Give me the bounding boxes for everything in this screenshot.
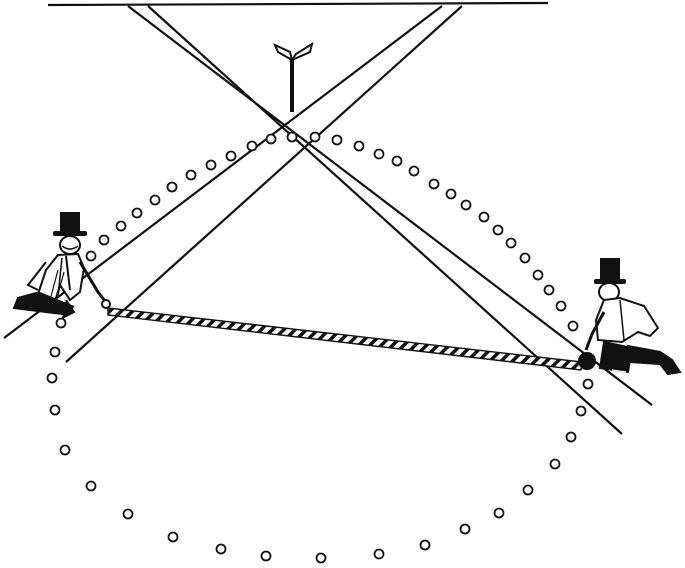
circle-marker-icon <box>98 234 110 246</box>
circle-marker-icon <box>265 133 277 145</box>
circle-marker-icon <box>460 199 472 211</box>
circle-marker-icon <box>309 131 321 143</box>
top-hat-icon <box>594 258 626 284</box>
circle-marker-icon <box>115 220 127 232</box>
circle-marker-icon <box>46 372 58 384</box>
circle-marker-icon <box>59 444 71 456</box>
circle-marker-icon <box>131 207 143 219</box>
dotted-circle <box>46 131 594 564</box>
circle-marker-icon <box>49 404 61 416</box>
circle-marker-icon <box>185 169 197 181</box>
circle-marker-icon <box>493 507 505 519</box>
circle-marker-icon <box>225 150 237 162</box>
circle-marker-icon <box>519 252 531 264</box>
circle-marker-icon <box>419 539 431 551</box>
circle-marker-icon <box>166 181 178 193</box>
circle-marker-icon <box>555 300 567 312</box>
circle-marker-icon <box>85 250 97 262</box>
circle-marker-icon <box>246 140 258 152</box>
measuring-rope <box>107 307 583 371</box>
circle-marker-icon <box>373 548 385 560</box>
circle-marker-icon <box>478 211 490 223</box>
horizon-line <box>47 1 549 7</box>
circle-marker-icon <box>408 165 420 177</box>
surveyor-left <box>12 212 111 319</box>
circle-marker-icon <box>428 178 440 190</box>
circle-marker-icon <box>55 317 67 329</box>
circle-marker-icon <box>582 378 594 390</box>
circle-marker-icon <box>149 194 161 206</box>
circle-marker-icon <box>445 188 457 200</box>
circle-marker-icon <box>567 320 579 332</box>
top-hat-icon <box>53 212 87 236</box>
circle-marker-icon <box>391 155 403 167</box>
circle-marker-icon <box>492 224 504 236</box>
circle-marker-icon <box>505 237 517 249</box>
circle-marker-icon <box>565 431 577 443</box>
signpost-icon <box>273 41 314 112</box>
circle-marker-icon <box>373 148 385 160</box>
circle-marker-icon <box>353 140 365 152</box>
circle-marker-icon <box>215 543 227 555</box>
circle-marker-icon <box>49 346 61 358</box>
circle-marker-icon <box>260 550 272 562</box>
circle-marker-icon <box>575 405 587 417</box>
circle-marker-icon <box>122 508 134 520</box>
circle-marker-icon <box>205 159 217 171</box>
circle-marker-icon <box>331 134 343 146</box>
circle-marker-icon <box>315 552 327 564</box>
circle-marker-icon <box>522 484 534 496</box>
circle-marker-icon <box>85 480 97 492</box>
circle-marker-icon <box>286 131 298 143</box>
circle-marker-icon <box>543 284 555 296</box>
circle-marker-icon <box>532 269 544 281</box>
circle-marker-icon <box>549 458 561 470</box>
circle-marker-icon <box>459 523 471 535</box>
surveyor-right <box>578 258 682 376</box>
circle-marker-icon <box>167 531 179 543</box>
